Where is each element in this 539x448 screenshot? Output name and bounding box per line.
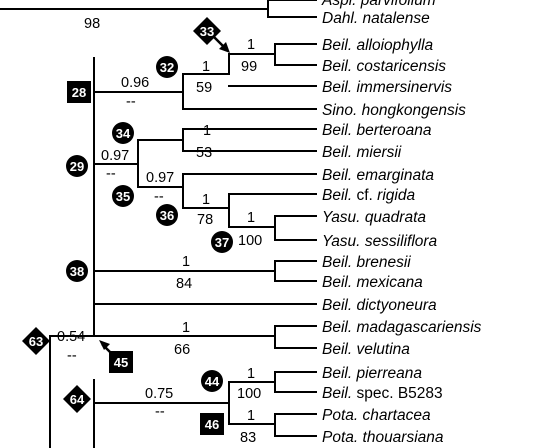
support-bs-32: 59 [196,80,212,96]
support-bs-98: 98 [84,16,100,32]
support-bs-63: -- [67,348,77,364]
taxon-t3: Beil. costaricensis [322,58,446,75]
node-44-label: 44 [205,374,220,389]
taxon-t9: Beil. cf. rigida [322,187,415,204]
node-markers: 33 32 28 34 29 35 36 37 [22,17,233,435]
support-pp-34: 1 [203,123,211,139]
node-33-diamond [193,17,221,45]
node-33-arrowhead [219,42,230,53]
node-29-label: 29 [70,159,84,174]
support-pp-28: 0.96 [121,75,149,91]
taxon-t15: Beil. madagascariensis [322,319,482,336]
node-64-label: 64 [70,392,85,407]
node-33-marker: 33 [193,17,230,53]
taxon-t19: Pota. chartacea [322,407,431,424]
support-bs-37: 100 [238,233,262,249]
node-35-marker: 35 [112,185,134,207]
node-38-label: 38 [70,264,84,279]
node-29-circle [66,155,88,177]
taxon-t10: Yasu. quadrata [322,209,426,226]
taxon-t13: Beil. mexicana [322,274,423,291]
node-36-label: 36 [160,208,174,223]
support-bs-29: -- [106,166,116,182]
taxon-t16: Beil. velutina [322,341,410,358]
node-37-marker: 37 [211,231,233,253]
support-pp-32: 1 [202,59,210,75]
support-bs-34: 53 [196,145,212,161]
node-46-marker: 46 [200,413,224,435]
node-64-diamond [63,385,91,413]
support-pp-63: 0.54 [57,329,85,345]
node-38-marker: 38 [66,260,88,282]
support-pp-44: 1 [247,366,255,382]
node-38-circle [66,260,88,282]
support-bs-35: -- [154,189,164,205]
taxon-t8: Beil. emarginata [322,167,434,184]
support-values: 98 1 99 1 59 0.96 -- 1 53 0.97 -- 0.97 -… [57,16,262,446]
node-46-square [200,413,224,435]
taxon-t5: Sino. hongkongensis [322,102,466,119]
taxon-t2: Beil. alloiophylla [322,37,434,54]
node-63-marker: 63 [22,327,50,355]
taxon-t20: Pota. thouarsiana [322,429,444,446]
node-37-circle [211,231,233,253]
node-35-circle [112,185,134,207]
node-44-marker: 44 [201,370,223,392]
node-44-circle [201,370,223,392]
node-63-diamond [22,327,50,355]
support-bs-28: -- [126,94,136,110]
taxon-t4: Beil. immersinervis [322,79,452,96]
support-pp-37: 1 [247,210,255,226]
support-bs-45: 66 [174,342,190,358]
node-46-label: 46 [205,417,219,432]
taxon-t14: Beil. dictyoneura [322,297,437,314]
node-28-square [67,81,91,103]
support-pp-38: 1 [182,254,190,270]
node-28-marker: 28 [67,81,91,103]
node-63-label: 63 [29,334,43,349]
node-32-marker: 32 [156,56,178,78]
node-32-circle [156,56,178,78]
node-33-label: 33 [200,24,214,39]
support-bs-36: 78 [197,212,213,228]
node-45-label: 45 [114,355,128,370]
node-34-label: 34 [116,126,131,141]
support-pp-36: 1 [202,192,210,208]
support-pp-64: 0.75 [145,386,173,402]
support-bs-46: 83 [240,430,256,446]
node-45-arrowhead [99,340,110,350]
taxon-t7: Beil. miersii [322,144,402,161]
node-36-marker: 36 [156,204,178,226]
node-45-marker: 45 [99,340,133,373]
node-34-circle [112,122,134,144]
support-pp-45: 1 [182,320,190,336]
node-29-marker: 29 [66,155,88,177]
support-bs-64: -- [155,404,165,420]
taxon-labels: Aspl. parvifolium Dahl. natalense Beil. … [321,0,482,446]
node-32-label: 32 [160,60,174,75]
node-37-label: 37 [215,235,229,250]
taxon-t11: Yasu. sessiliflora [322,233,438,250]
taxon-t1: Dahl. natalense [322,10,430,27]
support-pp-46: 1 [247,408,255,424]
node-34-marker: 34 [112,122,134,144]
support-bs-44: 100 [237,386,261,402]
taxon-t12: Beil. brenesii [322,254,411,271]
taxon-t6: Beil. berteroana [322,122,432,139]
taxon-t17: Beil. pierreana [322,365,422,382]
support-bs-33: 99 [241,59,257,75]
support-bs-38: 84 [176,276,192,292]
node-28-label: 28 [72,85,86,100]
taxon-t18: Beil. spec. B5283 [322,385,443,402]
support-pp-29: 0.97 [101,148,129,164]
node-36-circle [156,204,178,226]
node-64-marker: 64 [63,385,91,413]
taxon-t0: Aspl. parvifolium [321,0,436,9]
node-45-square [109,351,133,373]
support-pp-35: 0.97 [146,170,174,186]
support-pp-33: 1 [247,37,255,53]
node-35-label: 35 [116,189,130,204]
branches [0,0,317,448]
